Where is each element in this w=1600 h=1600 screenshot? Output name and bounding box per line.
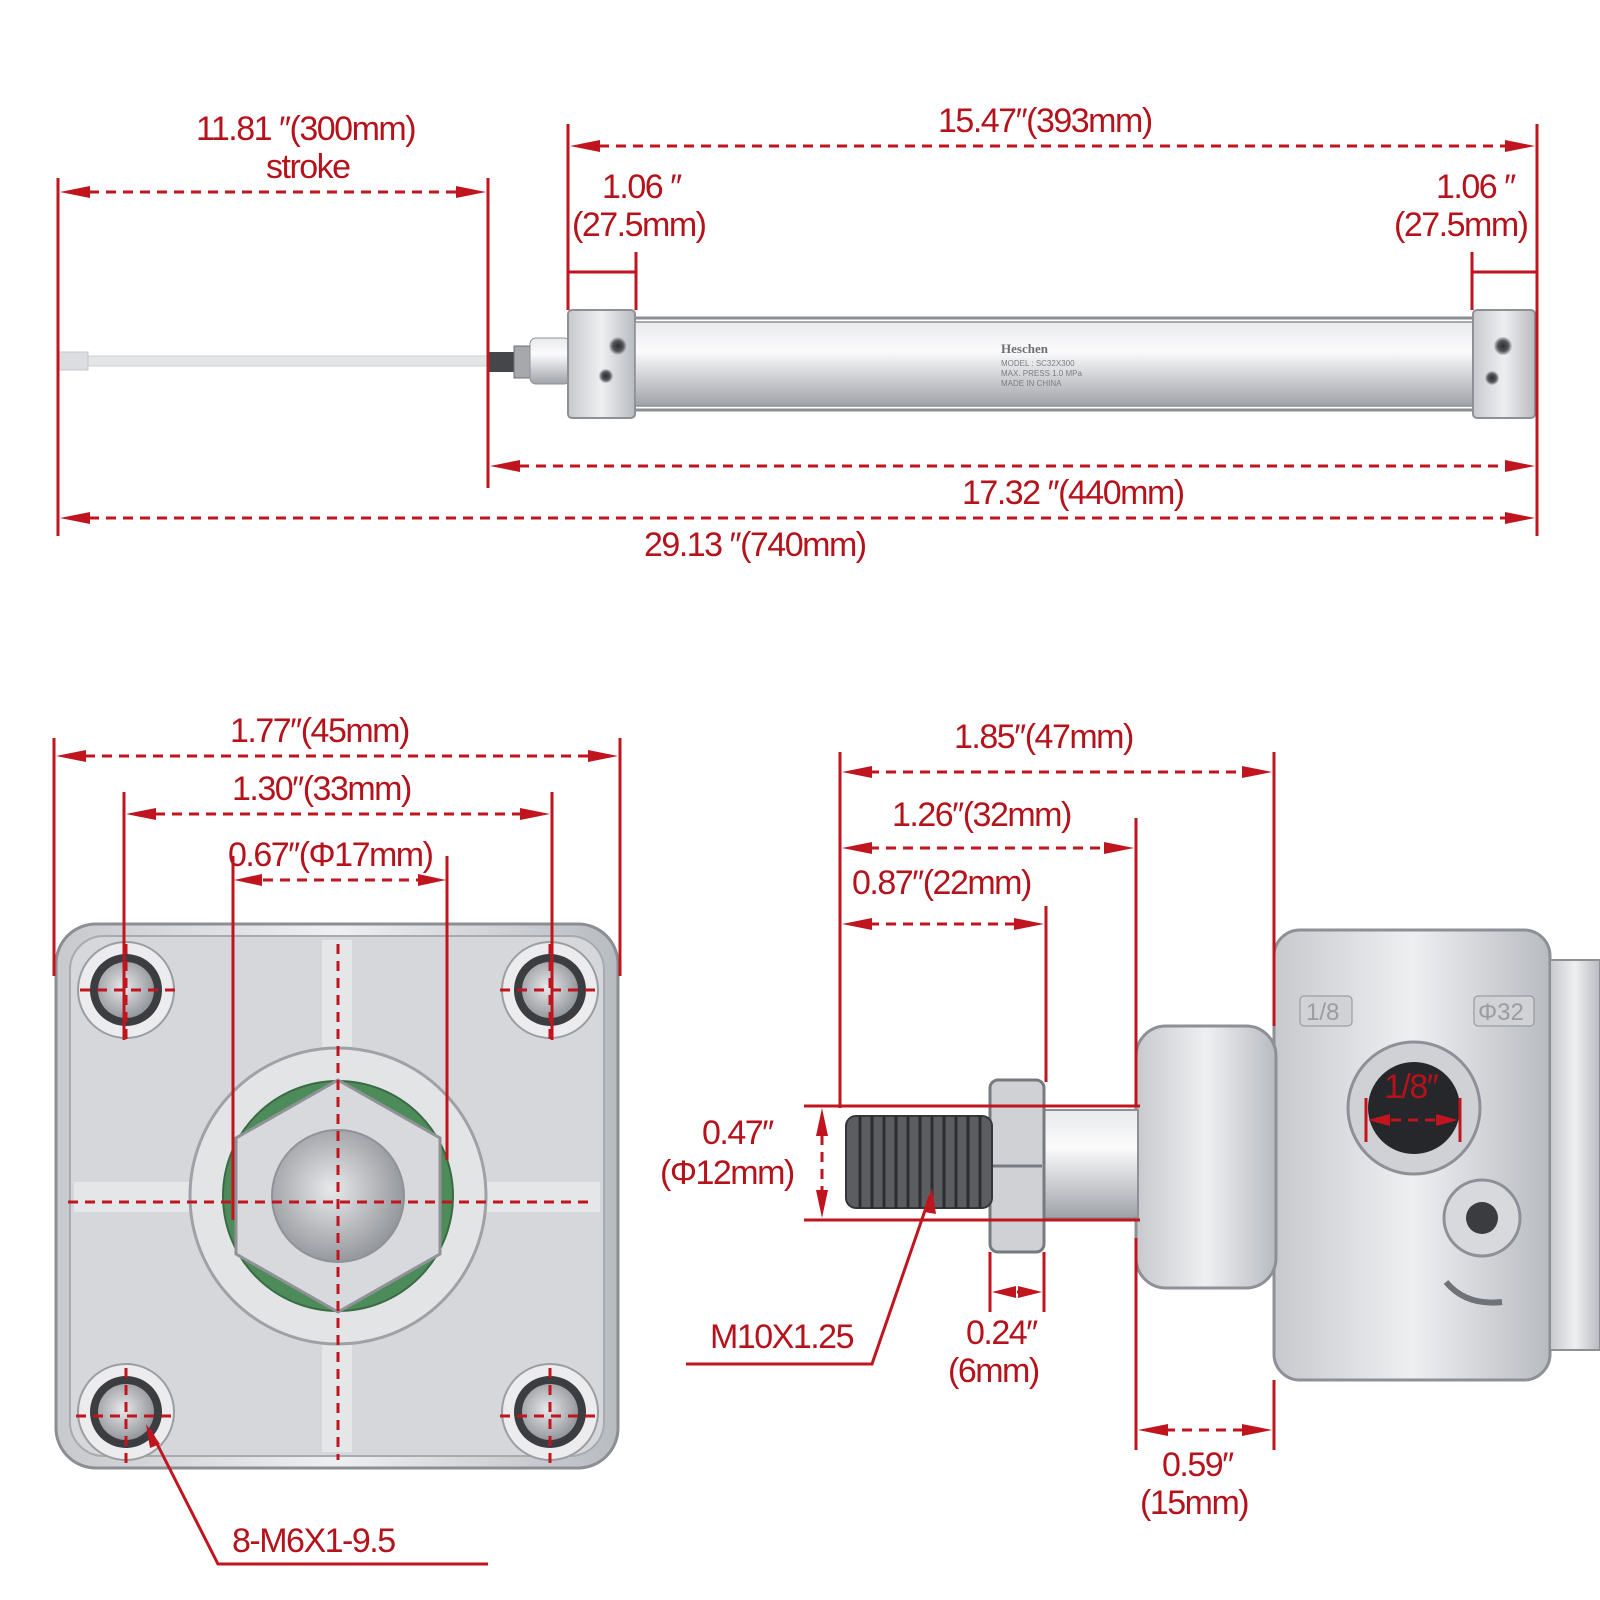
label-stroke-value: 11.81 ″(300mm) — [196, 110, 415, 148]
side-rod-boss — [1134, 1024, 1278, 1290]
left-cap-port-icon — [609, 337, 627, 355]
right-cap-port-icon — [1494, 337, 1512, 355]
leader-bolt-spec — [148, 1429, 488, 1566]
origin-label: MADE IN CHINA — [1001, 379, 1062, 388]
top-view: Heschen MODEL : SC32X300 MAX. PRESS 1.0 … — [56, 102, 1539, 564]
rod-tip — [57, 351, 89, 371]
side-view: 1/8 Φ32 — [660, 718, 1600, 1522]
label-end-width: 1.77″(45mm) — [230, 712, 409, 750]
brand-label: Heschen — [1001, 341, 1049, 356]
cushion-mark — [1443, 1280, 1503, 1306]
rod-end-face — [271, 1129, 405, 1263]
model-label: MODEL : SC32X300 — [1001, 359, 1075, 368]
label-nut-in: 0.24″ — [966, 1314, 1038, 1352]
cap-mark-left-box — [1299, 995, 1353, 1027]
left-cap-screw-icon — [599, 369, 613, 383]
label-bolt-spacing: 1.30″(33mm) — [232, 770, 411, 808]
label-body-length: 15.47″(393mm) — [938, 102, 1152, 140]
rod-nut — [513, 345, 531, 379]
rod-thread — [488, 352, 514, 372]
label-extended-length: 29.13 ″(740mm) — [644, 526, 866, 564]
left-end-cap — [567, 309, 636, 419]
cap-mark-left: 1/8 — [1306, 999, 1339, 1026]
side-piston-rod — [1029, 1109, 1139, 1219]
pressure-label: MAX. PRESS 1.0 MPa — [1001, 369, 1082, 378]
label-rod-dia-in: 0.47″ — [702, 1114, 774, 1152]
extended-rod — [61, 355, 489, 367]
label-retracted-length: 17.32 ″(440mm) — [962, 474, 1184, 512]
air-port-hole — [1368, 1062, 1460, 1154]
bolt-top-right — [501, 941, 599, 1039]
end-view: 1.77″(45mm) 1.30″(33mm) 0.67″(Φ17mm) 8-M… — [52, 712, 622, 1566]
right-end-cap — [1472, 309, 1536, 419]
label-boss-diameter: 0.67″(Φ17mm) — [228, 836, 433, 874]
label-boss-mm: (15mm) — [1140, 1484, 1248, 1522]
side-barrel — [1549, 959, 1600, 1351]
label-boss-in: 0.59″ — [1162, 1446, 1234, 1484]
right-cap-screw-icon — [1485, 371, 1499, 385]
cap-mark-right-box — [1473, 995, 1535, 1027]
label-rod-dia-mm: (Φ12mm) — [660, 1154, 794, 1192]
rod-boss — [529, 337, 571, 385]
cylinder-barrel — [634, 321, 1474, 407]
label-right-cap-in: 1.06 ″ — [1436, 168, 1516, 206]
label-left-cap-mm: (27.5mm) — [572, 206, 706, 244]
label-bolt-spec: 8-M6X1-9.5 — [232, 1522, 395, 1560]
adjust-screw-socket — [1466, 1202, 1498, 1234]
leader-thread-spec — [686, 1195, 932, 1366]
label-left-cap-in: 1.06 ″ — [602, 168, 682, 206]
label-rod-to-boss: 1.26″(32mm) — [892, 796, 1071, 834]
label-thread-spec: M10X1.25 — [710, 1318, 854, 1356]
label-thread-length: 0.87″(22mm) — [852, 864, 1031, 902]
label-rod-total: 1.85″(47mm) — [954, 718, 1133, 756]
label-port-size: 1/8″ — [1384, 1068, 1439, 1106]
label-nut-mm: (6mm) — [948, 1352, 1039, 1390]
label-stroke-word: stroke — [266, 148, 350, 186]
bolt-top-left — [77, 941, 175, 1039]
cap-mark-right: Φ32 — [1478, 999, 1524, 1026]
label-right-cap-mm: (27.5mm) — [1394, 206, 1528, 244]
